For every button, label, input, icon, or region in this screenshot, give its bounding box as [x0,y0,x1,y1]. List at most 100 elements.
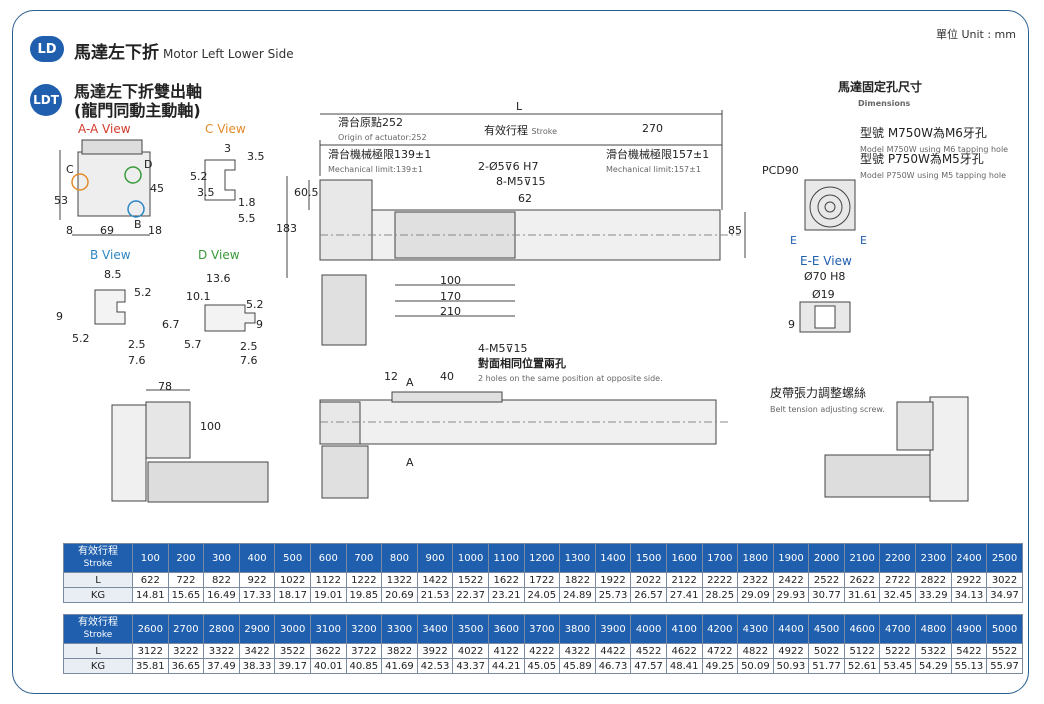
table-cell: 41.69 [381,658,418,674]
stroke-cell: 3500 [452,614,489,644]
unit-label: 單位 Unit : mm [935,28,1016,41]
table-cell: 3822 [381,643,418,659]
table-cell: 1822 [559,572,596,588]
table-cell: 24.89 [559,587,596,603]
dim-12: 12 [384,370,398,383]
table-cell: 2922 [950,572,988,588]
stroke-cell: 1300 [559,543,596,573]
stroke-cell: 1600 [665,543,703,573]
stroke-cell: 2700 [167,614,205,644]
table-cell: 45.89 [559,658,596,674]
table-cell: 23.21 [487,587,525,603]
pcd-label: PCD90 [762,164,799,177]
stroke-cell: 2800 [203,614,240,644]
table-cell: 1622 [487,572,525,588]
table-cell: 55.13 [950,658,988,674]
table-cell: 1422 [416,572,454,588]
dim-d10-1: 10.1 [186,290,211,303]
table-cell: 1222 [345,572,383,588]
table-cell: 4322 [559,643,596,659]
table-cell: 1022 [274,572,311,588]
table-cell: 47.57 [630,658,667,674]
stroke-cell: 4000 [630,614,667,644]
dim-8: 8 [66,224,73,237]
stroke-value: 270 [642,122,663,135]
dim-170: 170 [440,290,461,303]
dim-c5-2: 5.2 [190,170,208,183]
view-d-label: D View [198,248,240,262]
stroke-cell: 1700 [701,543,739,573]
stroke-cell: 4800 [915,614,952,644]
table-cell: 2422 [772,572,810,588]
hole-spec-1: 2-Ø5⊽6 H7 [478,160,539,173]
dim-183: 183 [276,222,297,235]
table-cell: 15.65 [167,587,205,603]
table-cell: 5522 [986,643,1023,659]
dim-40: 40 [440,370,454,383]
table-cell: 2722 [879,572,917,588]
table-cell: 50.09 [737,658,774,674]
stroke-cell: 1500 [630,543,667,573]
stroke-cell: 4100 [665,614,703,644]
table-cell: 38.33 [238,658,276,674]
stroke-cell: 2200 [879,543,917,573]
table-cell: 27.41 [665,587,703,603]
table-cell: 33.29 [915,587,952,603]
dim-100: 100 [440,274,461,287]
stroke-cell: 4900 [950,614,988,644]
table-cell: 722 [167,572,205,588]
table-cell: 21.53 [416,587,454,603]
table-cell: 2822 [915,572,952,588]
dim-53: 53 [54,194,68,207]
view-ee-label: E-E View [800,254,852,268]
table-cell: 2122 [665,572,703,588]
table-cell: 1922 [594,572,632,588]
table-cell: 1522 [452,572,489,588]
e-mark-2: E [860,234,867,247]
dim-62: 62 [518,192,532,205]
table-cell: 19.85 [345,587,383,603]
stroke-cell: 3800 [559,614,596,644]
stroke-cell: 100 [132,543,169,573]
table-cell: 3222 [167,643,205,659]
stroke-cell: 3900 [594,614,632,644]
table-cell: 4822 [737,643,774,659]
table-cell: 34.97 [986,587,1023,603]
stroke-cell: 3600 [487,614,525,644]
table-cell: 1322 [381,572,418,588]
stroke-cell: 4700 [879,614,917,644]
table-cell: 922 [238,572,276,588]
ld-badge: LD [30,36,64,62]
mark-d: D [144,158,153,171]
row-label: L [63,643,133,659]
table-cell: 30.77 [808,587,845,603]
table-cell: 5022 [808,643,845,659]
stroke-cell: 1000 [452,543,489,573]
dim-85: 85 [728,224,742,237]
stroke-cell: 1200 [523,543,561,573]
stroke-cell: 4200 [701,614,739,644]
dim-d6-7: 6.7 [162,318,180,331]
table-cell: 3522 [274,643,311,659]
dim-100-side: 100 [200,420,221,433]
table-cell: 36.65 [167,658,205,674]
table-cell: 19.01 [309,587,347,603]
table-cell: 3622 [309,643,347,659]
table-cell: 22.37 [452,587,489,603]
table-cell: 26.57 [630,587,667,603]
table-cell: 2222 [701,572,739,588]
ldt-badge: LDT [30,84,62,116]
table-cell: 4622 [665,643,703,659]
dim-c3-5a: 3.5 [247,150,265,163]
stroke-cell: 600 [309,543,347,573]
table-cell: 5122 [843,643,881,659]
